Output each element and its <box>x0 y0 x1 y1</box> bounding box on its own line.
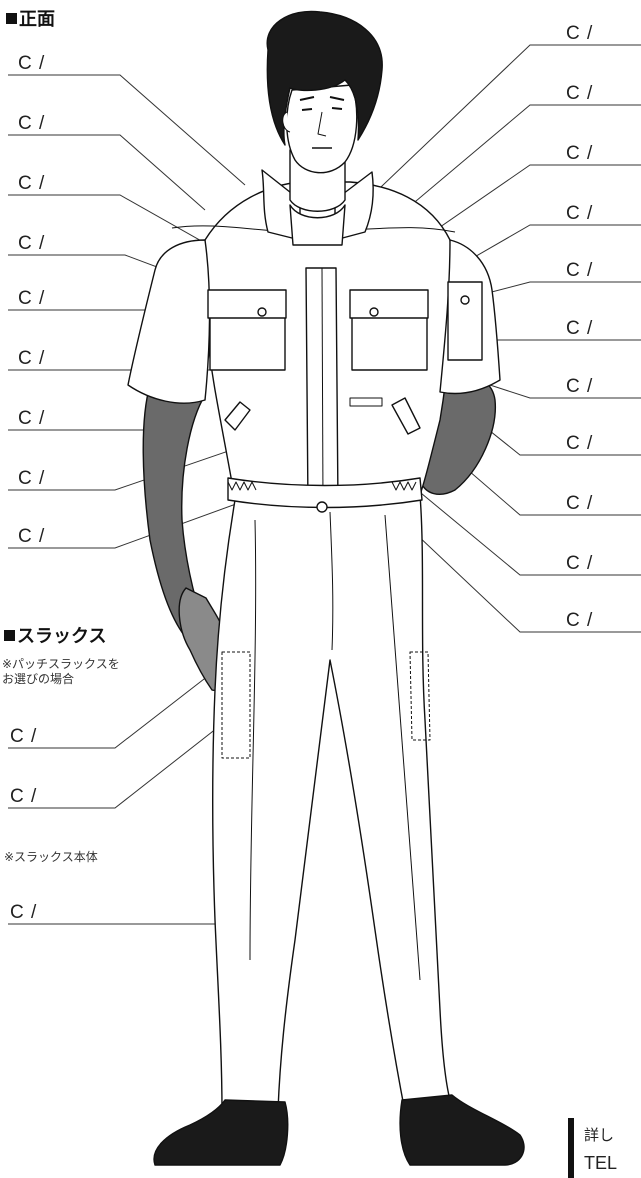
callout-left-6[interactable]: C / <box>18 348 46 369</box>
callout-right-11[interactable]: C / <box>566 610 594 631</box>
hair <box>266 10 383 146</box>
left-sleeve <box>127 239 211 404</box>
front-heading: 正面 <box>6 10 55 28</box>
slacks-patch-note: ※パッチスラックスを お選びの場合 <box>2 657 120 686</box>
waist-button <box>316 501 328 513</box>
pocket-flap-right <box>349 289 429 319</box>
leader-right-1 <box>319 44 641 246</box>
callout-right-2[interactable]: C / <box>566 83 594 104</box>
waist-elastic-right <box>391 481 417 491</box>
leader-right-5 <box>479 281 641 296</box>
pocket-flap-left <box>207 289 287 319</box>
callout-right-4[interactable]: C / <box>566 203 594 224</box>
leader-left-2 <box>8 134 206 211</box>
leader-left-1 <box>8 74 246 186</box>
slacks-heading-text: スラックス <box>17 626 107 646</box>
leader-slacks-2 <box>8 709 241 809</box>
zipper-line <box>321 267 324 506</box>
knee-patch-right <box>409 651 431 741</box>
leader-left-3 <box>8 194 236 261</box>
eyes <box>301 107 343 111</box>
pocket-button-left <box>257 307 267 317</box>
contact-tel: TEL <box>584 1153 618 1173</box>
callout-slacks-2[interactable]: C / <box>10 786 38 807</box>
ear <box>282 111 291 133</box>
trouser-crease-right <box>384 514 421 981</box>
callout-left-5[interactable]: C / <box>18 288 46 309</box>
knee-patch-left <box>221 651 251 759</box>
left-shoe <box>153 1099 289 1166</box>
front-heading-text: 正面 <box>19 9 55 29</box>
leader-slacks-1 <box>8 654 236 749</box>
callout-left-4[interactable]: C / <box>18 233 46 254</box>
callout-left-8[interactable]: C / <box>18 468 46 489</box>
slash-pocket-left <box>224 401 251 431</box>
pocket-button-right <box>369 307 379 317</box>
callout-slacks-3[interactable]: C / <box>10 902 38 923</box>
callout-slacks-1[interactable]: C / <box>10 726 38 747</box>
fly-seam <box>329 511 334 651</box>
callout-right-9[interactable]: C / <box>566 493 594 514</box>
callout-left-3[interactable]: C / <box>18 173 46 194</box>
leader-left-9 <box>8 487 281 549</box>
callout-right-1[interactable]: C / <box>566 23 594 44</box>
right-shoe <box>399 1094 525 1166</box>
callout-left-2[interactable]: C / <box>18 113 46 134</box>
callout-left-9[interactable]: C / <box>18 526 46 547</box>
callout-right-3[interactable]: C / <box>566 143 594 164</box>
callout-right-10[interactable]: C / <box>566 553 594 574</box>
slacks-heading: スラックス <box>4 627 106 645</box>
leader-right-11 <box>379 499 641 633</box>
nose <box>317 111 327 137</box>
callout-right-5[interactable]: C / <box>566 260 594 281</box>
callout-right-7[interactable]: C / <box>566 376 594 397</box>
trousers <box>212 494 451 1113</box>
leader-right-10 <box>374 454 641 576</box>
callout-left-1[interactable]: C / <box>18 53 46 74</box>
slash-pocket-right <box>391 397 421 435</box>
sleeve-pocket-button <box>460 295 470 305</box>
heading-square-icon <box>4 630 15 641</box>
callout-left-7[interactable]: C / <box>18 408 46 429</box>
t-shirt <box>289 204 346 246</box>
trouser-crease-left <box>249 519 257 961</box>
leader-lines <box>8 44 641 925</box>
waistband <box>227 477 423 509</box>
eyebrows <box>299 96 345 101</box>
slacks-body-note: ※スラックス本体 <box>4 850 98 864</box>
callout-right-8[interactable]: C / <box>566 433 594 454</box>
callout-right-6[interactable]: C / <box>566 318 594 339</box>
name-badge <box>349 397 383 407</box>
contact-box: 詳し TEL <box>568 1118 641 1178</box>
head <box>286 84 358 174</box>
leader-left-8 <box>8 434 276 491</box>
heading-square-icon <box>6 13 17 24</box>
sleeve-pocket <box>447 281 483 361</box>
figure <box>127 10 525 1166</box>
waist-elastic-left <box>227 481 257 491</box>
contact-line-1: 詳し <box>584 1127 615 1144</box>
